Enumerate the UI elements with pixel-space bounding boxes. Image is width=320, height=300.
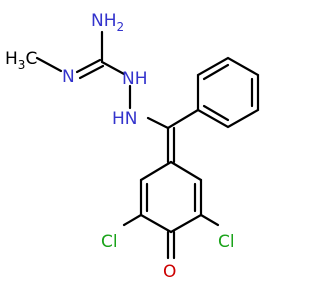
bond-c-cl-left — [122, 213, 143, 227]
bonds — [35, 30, 260, 260]
label-methyl: H3C — [5, 49, 37, 72]
atom-labels: NH2 H3C N NH HN Cl Cl O — [5, 11, 235, 282]
ring-bond-6 — [169, 213, 203, 234]
bond-c-cl-right — [199, 213, 220, 227]
label-cl-left: Cl — [101, 232, 118, 252]
label-nh-upper: NH — [122, 69, 148, 89]
ring-bond-2 — [169, 160, 203, 182]
label-hn-lower: HN — [112, 109, 138, 129]
bond-hn-c — [146, 116, 170, 130]
phenyl-inner-1 — [202, 63, 230, 81]
ring-bond-5 — [139, 213, 173, 234]
bond-c-n-double-a — [75, 58, 102, 74]
bond-c-nh — [100, 60, 126, 76]
ring-bond-1 — [139, 160, 173, 182]
bond-methyl-n — [35, 56, 63, 73]
structure-svg: NH2 H3C N NH HN Cl Cl O — [5, 11, 260, 282]
label-cl-right: Cl — [218, 232, 235, 252]
bond-c-n-double-b — [78, 64, 105, 80]
label-n-imine: N — [62, 67, 75, 87]
label-nh2: NH2 — [91, 11, 124, 34]
molecule-diagram: NH2 H3C N NH HN Cl Cl O — [5, 11, 260, 282]
label-oxygen: O — [163, 262, 176, 282]
bond-c-phenyl — [166, 108, 200, 130]
phenyl-inner-3 — [202, 104, 230, 122]
phenyl-ring — [196, 56, 260, 129]
